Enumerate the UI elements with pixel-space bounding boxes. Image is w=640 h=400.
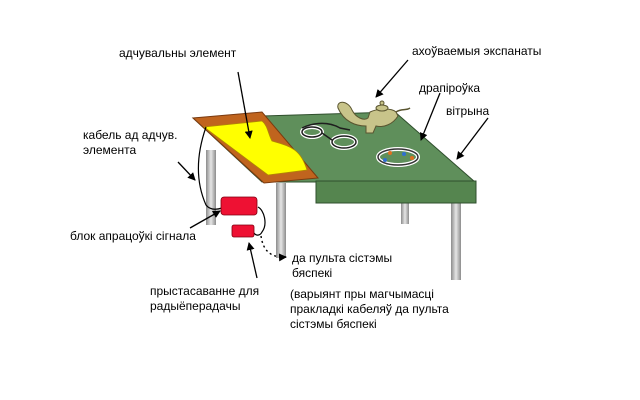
showcase-front-panel <box>315 180 477 204</box>
label-exhibits: ахоўваемыя экспанаты <box>412 44 542 58</box>
table-leg-back <box>401 202 409 224</box>
label-variant-line1: (варыянт пры магчымасці <box>290 287 434 301</box>
table-leg-mid <box>276 183 286 258</box>
label-to-console: да пульта сістэмы бяспекі <box>292 251 392 281</box>
label-cable-line2: элемента <box>83 143 137 157</box>
arrow-sensor <box>237 71 253 139</box>
label-radio: прыстасаванне для радыёперадачы <box>150 284 259 314</box>
arrow-processing-unit <box>189 210 221 229</box>
label-radio-line2: радыёперадачы <box>150 299 241 313</box>
arrow-drapery <box>419 92 441 141</box>
signal-processing-unit <box>220 196 258 216</box>
label-cable: кабель ад адчув. элемента <box>83 128 177 158</box>
arrow-cable <box>177 161 196 181</box>
label-showcase: вітрына <box>446 104 490 118</box>
label-to-console-line1: да пульта сістэмы <box>292 251 393 265</box>
unit-cable <box>253 206 266 236</box>
bracelet-exhibit <box>376 147 420 167</box>
table-leg-right <box>451 202 461 280</box>
label-sensor: адчувальны элемент <box>119 46 237 60</box>
arrow-radio <box>246 242 258 279</box>
label-variant: (варыянт пры магчымасці пракладкі кабеля… <box>290 287 449 332</box>
label-variant-line3: сістэмы бяспекі <box>290 317 377 331</box>
glasses-exhibit <box>300 122 358 150</box>
label-to-console-line2: бяспекі <box>292 266 333 280</box>
label-variant-line2: пракладкі кабеляў да пульта <box>290 302 449 316</box>
sensor-pad <box>202 120 308 176</box>
table-leg-left <box>206 150 216 225</box>
label-drapery: драпіроўка <box>419 81 481 95</box>
arrow-exhibits <box>375 59 409 98</box>
radio-transmitter-unit <box>231 224 255 238</box>
arrow-showcase <box>456 117 489 160</box>
label-cable-line1: кабель ад адчув. <box>83 128 178 142</box>
label-processing-unit: блок апрацоўкі сігнала <box>70 229 196 243</box>
label-radio-line1: прыстасаванне для <box>150 284 260 298</box>
sensor-cable <box>197 126 223 210</box>
lamp-exhibit <box>337 100 411 134</box>
